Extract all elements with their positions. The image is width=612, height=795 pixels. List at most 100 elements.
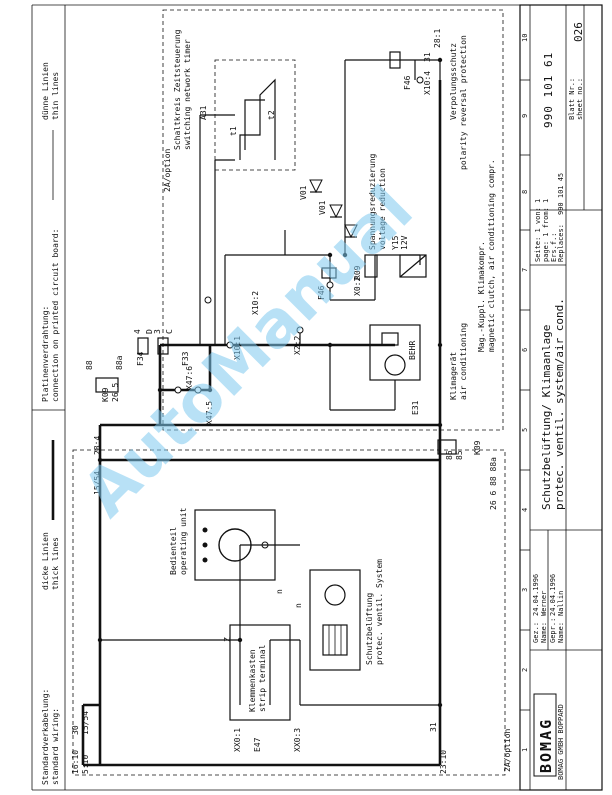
pin-86: 86 bbox=[445, 450, 454, 460]
fan-motor-icon-2 bbox=[324, 584, 346, 606]
t1: t1 bbox=[229, 126, 238, 136]
col-8: 8 bbox=[521, 190, 529, 194]
fuse-f33 bbox=[157, 337, 169, 355]
k09-top: K09 bbox=[101, 387, 110, 402]
clima-en: air conditioning bbox=[459, 323, 468, 400]
thick-lines-en: thick lines bbox=[51, 537, 60, 590]
fuse-f46-top bbox=[389, 51, 401, 69]
ventilation-box bbox=[309, 569, 361, 671]
timer-a31-box bbox=[214, 59, 296, 171]
x0-2: X0:2 bbox=[353, 277, 362, 296]
vent-de: Schutzbelüftung bbox=[365, 593, 374, 665]
air-conditioner-e31: E31 BEHR bbox=[369, 324, 421, 415]
terminal-en: strip terminal bbox=[258, 644, 267, 712]
k09-coil bbox=[437, 439, 457, 455]
n-mark-1: n bbox=[275, 589, 284, 594]
strip-terminal-box bbox=[229, 624, 291, 721]
x47-5: X47:5 bbox=[205, 401, 214, 425]
coil-y15 bbox=[399, 254, 427, 278]
f33-label: F33 bbox=[181, 351, 190, 366]
pin-85: 85 bbox=[455, 450, 464, 460]
fuse-f34 bbox=[137, 337, 149, 355]
k09-bottom: K09 bbox=[473, 440, 482, 455]
x2-2: X2:2 bbox=[293, 336, 302, 355]
page-en: page: 1 from: 1 bbox=[542, 199, 550, 262]
fuses-f46: F46 F46 bbox=[317, 51, 412, 300]
terminal-de: Klemmenkasten bbox=[248, 649, 257, 712]
thin-lines-de: dünne Linien bbox=[41, 62, 50, 120]
fuse-f46-mid bbox=[321, 267, 337, 279]
f-d: D bbox=[145, 329, 154, 334]
polarity-de: Verpolungsschutz bbox=[449, 43, 458, 120]
name2: Nallin bbox=[557, 591, 565, 616]
n-mark-2: n bbox=[294, 603, 303, 608]
col-5: 5 bbox=[521, 428, 529, 432]
polarity-en: polarity reversal protection bbox=[459, 35, 468, 170]
vent-en: protec. ventil. System bbox=[375, 559, 384, 665]
col-3: 3 bbox=[521, 588, 529, 592]
company-logo-text: BOMAG bbox=[537, 718, 555, 773]
col-4: 4 bbox=[521, 508, 529, 512]
strip-terminal-e47: Klemmenkasten strip terminal XX0:1 XX0:3… bbox=[223, 589, 303, 752]
connector-x10: X10:1 X10:2 X2:2 X0:2 X10:4 31 28:1 bbox=[204, 29, 442, 360]
pcb-wiring-de: Platinenverdrahtung: bbox=[41, 306, 50, 402]
f33-c: 3 bbox=[153, 329, 162, 334]
name2-label: Name: bbox=[557, 622, 565, 643]
timer-en: switching network timer bbox=[183, 39, 192, 150]
connector-x47: X47:5 X47:6 bbox=[174, 366, 214, 425]
option-2a-bottom: 2A/option bbox=[503, 728, 512, 772]
behr-unit-box bbox=[369, 324, 421, 381]
voltage-reduction: R09 Y15 12V bbox=[353, 235, 427, 280]
pcb-wiring-en: connection on printed circuit board: bbox=[51, 229, 60, 402]
f34-c: 4 bbox=[133, 329, 142, 334]
timer-a31: A31 t1 t2 bbox=[199, 59, 296, 171]
blatt-label: Blatt Nr.: bbox=[568, 78, 576, 120]
e31: E31 bbox=[411, 400, 420, 415]
xx0-1: XX0:1 bbox=[233, 728, 242, 752]
ersf-label: Ers.f.: bbox=[550, 232, 558, 262]
k09-contact bbox=[95, 377, 119, 393]
title-block: 1 2 3 4 5 6 7 8 9 10 BOMAG BOMAG GMBH BO… bbox=[519, 4, 603, 791]
replaces-label: Replaces: bbox=[557, 224, 565, 262]
name1: Werner bbox=[540, 591, 548, 616]
thin-lines-en: thin lines bbox=[51, 72, 60, 120]
watermark: AutoManual bbox=[69, 173, 427, 531]
operating-de: Bedienteil bbox=[169, 527, 178, 575]
gepr-date: 24.04.1996 bbox=[549, 574, 557, 616]
name1-label: Name: bbox=[540, 622, 548, 643]
x10-1: X10:1 bbox=[233, 336, 242, 360]
title-de: Schutzbelüftung/ Klimaanlage bbox=[540, 325, 553, 510]
y15-volt: 12V bbox=[400, 235, 409, 250]
f46-top: F46 bbox=[403, 75, 412, 90]
x10-2: X10:2 bbox=[251, 291, 260, 315]
timer-de: Schaltkreis Zeitsteuerung bbox=[173, 29, 182, 150]
col-1: 1 bbox=[521, 748, 529, 752]
y15: Y15 bbox=[391, 235, 400, 250]
gez-date: 24.04.1996 bbox=[532, 574, 540, 616]
f34-label: F34 bbox=[136, 351, 145, 366]
magclutch-de: Mag.-Kuppl. Klimakompr. bbox=[477, 241, 486, 352]
option-borders: 2A/option 2A/option bbox=[72, 9, 512, 776]
bomag-logo: BOMAG bbox=[533, 693, 557, 777]
gez-label: Gez.: bbox=[532, 622, 540, 643]
diodes-v01: V01 V01 bbox=[299, 179, 358, 239]
operating-unit: Bedienteil operating unit bbox=[169, 507, 276, 581]
v01-a: V01 bbox=[299, 185, 308, 200]
term-5-10: 5:10 bbox=[81, 755, 90, 774]
operating-en: operating unit bbox=[179, 507, 188, 575]
x10-31: 31 bbox=[423, 52, 432, 62]
operating-unit-box bbox=[194, 509, 276, 581]
x10-4: X10:4 bbox=[423, 71, 432, 95]
f46-mid: F46 bbox=[317, 285, 326, 300]
behr: BEHR bbox=[408, 341, 417, 360]
t2: t2 bbox=[267, 110, 276, 120]
thick-lines-de: dicke Linien bbox=[41, 532, 50, 590]
f-c: C bbox=[165, 329, 174, 334]
standard-wiring-de: Standardverkabelung: bbox=[41, 689, 50, 785]
xx0-3: XX0:3 bbox=[293, 728, 302, 752]
sheet-number: 026 bbox=[572, 22, 585, 42]
voltred-en: voltage reduction bbox=[378, 168, 387, 250]
main-wiring bbox=[81, 59, 442, 767]
magclutch-en: magnetic clutch, air conditioning compr. bbox=[487, 159, 496, 352]
